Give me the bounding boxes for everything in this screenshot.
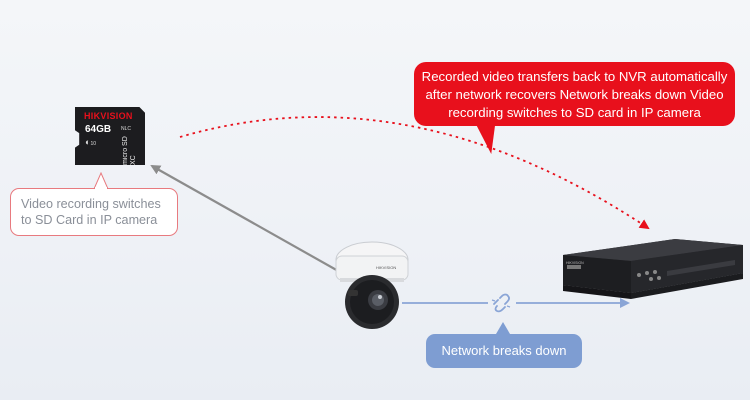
nvr-transfer-callout-text: Recorded video transfers back to NVR aut…	[421, 69, 728, 120]
sd-card-speed-mark: NLC	[121, 126, 132, 132]
sd-card-capacity: 64GB	[85, 124, 112, 135]
ptz-dome-camera-icon: HIKVISION	[335, 241, 409, 329]
broken-link-icon	[491, 293, 511, 313]
network-break-callout-text: Network breaks down	[441, 343, 567, 358]
nvr-transfer-callout: Recorded video transfers back to NVR aut…	[414, 62, 735, 126]
camera-brand: HIKVISION	[376, 265, 396, 270]
camera-to-sdcard-arrow	[150, 165, 341, 273]
network-break-callout-tail	[496, 322, 510, 334]
sd-card-class-number: 10	[90, 141, 96, 147]
sd-card-class-mark: ◐10	[85, 137, 96, 147]
nvr-brand: HIKVISION	[566, 261, 584, 265]
sd-card-type: micro SD XC	[122, 136, 137, 165]
sd-switch-callout-tail	[93, 172, 109, 189]
micro-sd-card-icon: HIKVISION 64GB NLC ◐10 micro SD XC	[75, 107, 145, 165]
nvr-front-label	[567, 265, 581, 269]
sd-switch-callout-tail-mask	[95, 187, 107, 190]
network-video-recorder-icon: HIKVISION	[563, 239, 743, 299]
sdcard-to-nvr-transfer-arrow	[179, 116, 650, 230]
sd-card-brand: HIKVISION	[84, 111, 133, 121]
network-break-callout: Network breaks down	[426, 334, 582, 368]
sd-switch-callout-text: Video recording switches to SD Card in I…	[21, 197, 161, 227]
sd-switch-callout: Video recording switches to SD Card in I…	[10, 188, 178, 236]
